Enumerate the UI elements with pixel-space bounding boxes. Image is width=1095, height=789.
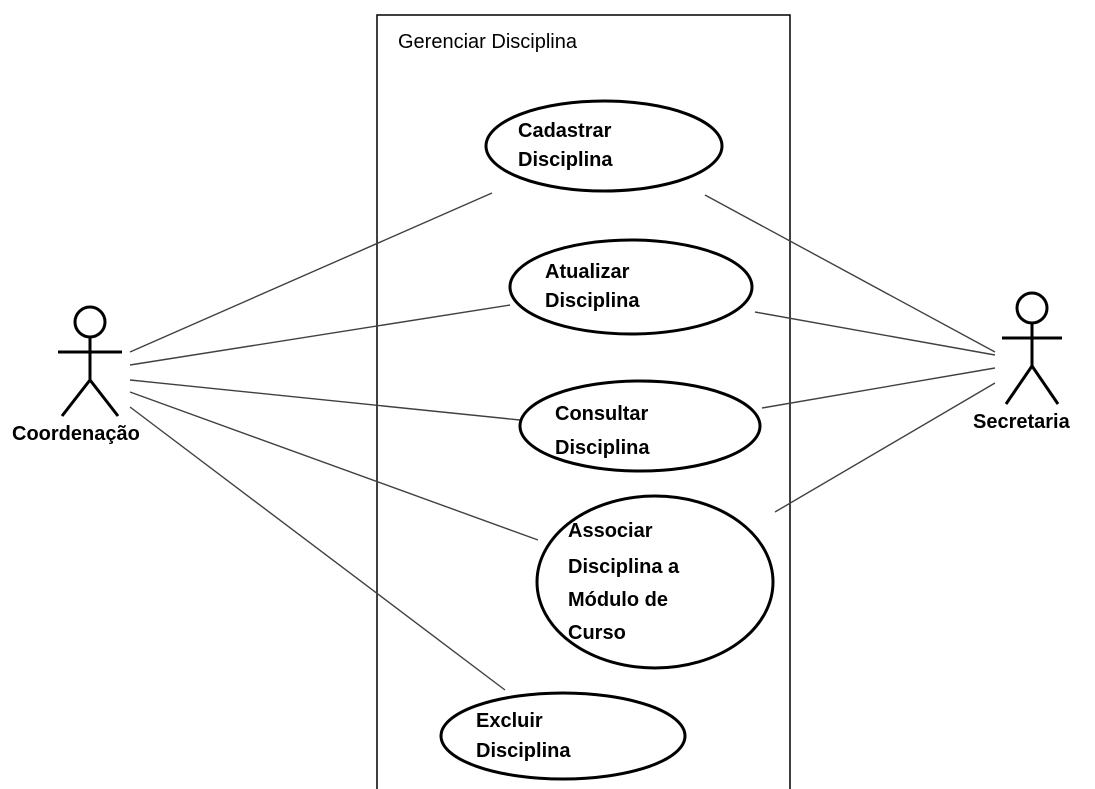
association-coordenacao-consultar (129, 379, 521, 421)
actor-secretaria-head (1015, 291, 1049, 325)
association-secretaria-consultar (761, 367, 996, 409)
use-case-consultar-label-line2: Disciplina (555, 437, 650, 459)
use-case-associar-disciplina[interactable]: Associar Disciplina a Módulo de Curso (535, 494, 775, 670)
association-secretaria-cadastrar (704, 194, 996, 353)
use-case-cadastrar-label-line1: Cadastrar (518, 120, 612, 142)
use-case-excluir-disciplina[interactable]: Excluir Disciplina (439, 691, 687, 781)
association-coordenacao-excluir (129, 406, 506, 691)
use-case-consultar-shape (518, 379, 762, 473)
association-coordenacao-associar (129, 391, 539, 541)
use-case-associar-label-line4: Curso (568, 622, 626, 644)
association-coordenacao-atualizar (129, 304, 511, 366)
use-case-associar-shape (535, 494, 775, 670)
association-coordenacao-cadastrar (129, 192, 493, 353)
actor-secretaria-left-leg (1004, 365, 1034, 405)
use-case-atualizar-label-line2: Disciplina (545, 290, 640, 312)
use-case-associar-label-line3: Módulo de (568, 589, 668, 611)
actor-coordenacao-right-leg (88, 379, 120, 417)
use-case-excluir-label-line1: Excluir (476, 710, 543, 732)
use-case-atualizar-label-line1: Atualizar (545, 261, 630, 283)
actor-secretaria-label: Secretaria (973, 411, 1071, 433)
use-case-associar-label-line1: Associar (568, 520, 653, 542)
use-case-consultar-disciplina[interactable]: Consultar Disciplina (518, 379, 762, 473)
use-case-cadastrar-shape (484, 99, 724, 193)
actor-coordenacao-head (73, 305, 107, 339)
actor-secretaria-right-leg (1030, 365, 1060, 405)
use-case-consultar-label-line1: Consultar (555, 403, 649, 425)
system-boundary-title: Gerenciar Disciplina (398, 31, 578, 53)
association-secretaria-associar (774, 382, 996, 513)
use-case-excluir-shape (439, 691, 687, 781)
use-case-excluir-label-line2: Disciplina (476, 740, 571, 762)
use-case-cadastrar-disciplina[interactable]: Cadastrar Disciplina (484, 99, 724, 193)
use-case-atualizar-shape (508, 238, 754, 336)
actor-coordenacao[interactable]: Coordenação (12, 305, 140, 445)
use-case-cadastrar-label-line2: Disciplina (518, 149, 613, 171)
use-case-associar-label-line2: Disciplina a (568, 556, 680, 578)
association-secretaria-atualizar (754, 311, 996, 356)
actor-secretaria[interactable]: Secretaria (973, 291, 1071, 433)
actor-coordenacao-label: Coordenação (12, 423, 140, 445)
actor-coordenacao-left-leg (60, 379, 92, 417)
use-case-atualizar-disciplina[interactable]: Atualizar Disciplina (508, 238, 754, 336)
